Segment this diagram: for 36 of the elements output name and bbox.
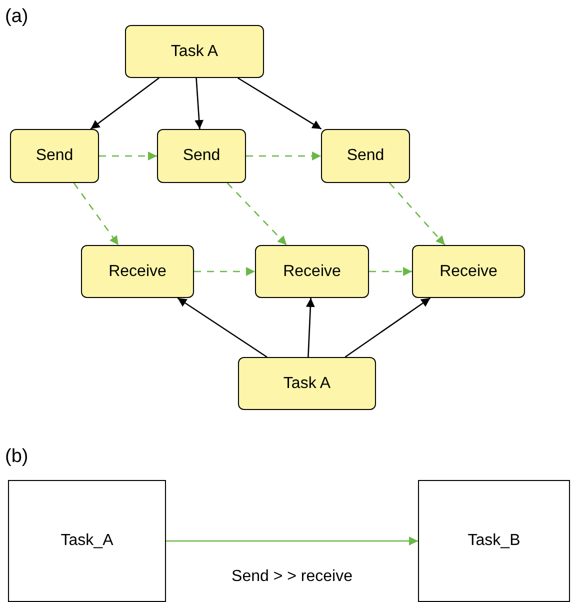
process-box [125,25,264,78]
arrow [344,297,431,358]
node-label: Task A [170,42,218,60]
process-box [321,129,410,183]
node-label: Task_B [468,532,520,550]
node-label: Send [346,147,384,165]
arrow [194,78,204,130]
node-label: Receive [108,262,166,280]
node-label: Task_A [60,532,114,550]
node-label: Task A [283,374,331,392]
task-box [418,480,570,602]
arrow [194,267,255,276]
process-box [10,129,99,183]
arrow [306,298,315,358]
arrow [238,77,322,130]
node-label: Receive [440,262,498,280]
arrow [73,182,119,246]
panel-label: (a) [5,6,28,28]
process-box [157,129,246,183]
process-box [81,245,194,298]
panel-label: (b) [5,446,28,468]
arrow [90,77,160,130]
arrow [166,536,418,546]
arrow [99,152,157,160]
arrow [177,297,268,358]
process-box [255,245,369,298]
node-label: Send [36,147,74,165]
arrow [369,267,412,276]
arrow [389,182,446,246]
arrow [246,152,321,160]
process-box [238,357,376,410]
process-box [412,245,525,298]
node-label: Send [182,147,220,165]
node-label: Receive [283,262,341,280]
arrow [226,182,288,246]
task-box [8,480,166,602]
